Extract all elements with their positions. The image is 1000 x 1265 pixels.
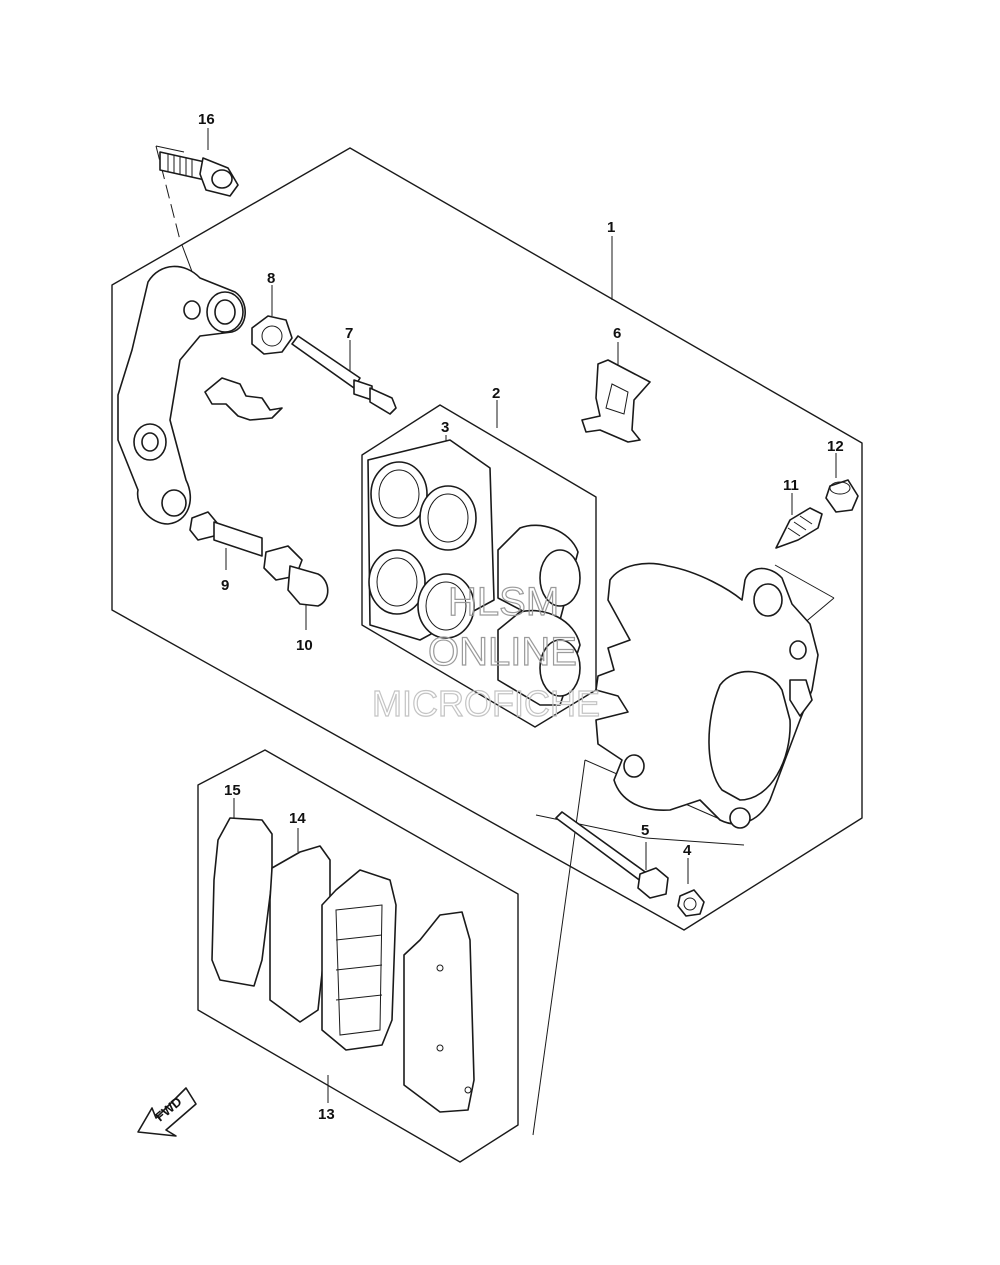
callout-2: 2 bbox=[492, 385, 500, 402]
callout-6: 6 bbox=[613, 325, 621, 342]
callout-14: 14 bbox=[289, 810, 306, 827]
bleeder-cap-12 bbox=[825, 479, 859, 513]
callout-4: 4 bbox=[683, 842, 692, 859]
bleeder-11 bbox=[775, 507, 823, 549]
callout-5: 5 bbox=[641, 822, 649, 839]
watermark: HLSM ONLINE MICROFICHE bbox=[371, 579, 600, 724]
caliper-body bbox=[595, 562, 819, 829]
callout-11: 11 bbox=[783, 477, 799, 494]
callout-15: 15 bbox=[224, 782, 241, 799]
pad-set-13-outline bbox=[197, 749, 519, 1163]
watermark-line2: ONLINE bbox=[428, 630, 577, 674]
pad-retainer-6 bbox=[581, 359, 651, 443]
callout-7: 7 bbox=[345, 325, 353, 342]
callout-13: 13 bbox=[318, 1106, 335, 1123]
callout-3: 3 bbox=[441, 419, 449, 436]
boot-8 bbox=[251, 315, 293, 355]
slide-pin-9 bbox=[189, 511, 263, 557]
boot-10 bbox=[263, 545, 329, 607]
callout-9: 9 bbox=[221, 577, 229, 594]
callout-1: 1 bbox=[607, 219, 615, 236]
pin-5 bbox=[555, 811, 669, 899]
plug-4 bbox=[677, 889, 705, 917]
assembly-1-outline bbox=[111, 147, 863, 931]
callout-16: 16 bbox=[198, 111, 215, 128]
arrow-forward-icon bbox=[137, 1087, 197, 1137]
callout-labels: 1 2 3 4 5 6 7 8 9 10 11 12 13 14 15 16 bbox=[198, 111, 844, 1123]
fwd-direction-arrow: FWD bbox=[137, 1087, 197, 1137]
piston-seals-3 bbox=[367, 439, 495, 641]
callout-12: 12 bbox=[827, 438, 844, 455]
slide-pin-7 bbox=[291, 335, 397, 415]
watermark-line3: MICROFICHE bbox=[372, 683, 600, 724]
brake-pads-13 bbox=[321, 869, 475, 1113]
pistons bbox=[497, 524, 581, 706]
bolt-16 bbox=[159, 151, 239, 197]
shim-15 bbox=[211, 817, 273, 987]
caliper-bracket bbox=[117, 265, 246, 525]
callout-8: 8 bbox=[267, 270, 275, 287]
shim-14 bbox=[269, 845, 331, 1023]
watermark-line1: HLSM bbox=[448, 580, 559, 624]
pad-spring-clip bbox=[204, 377, 283, 421]
leader-lines bbox=[155, 128, 837, 1136]
callout-10: 10 bbox=[296, 637, 313, 654]
